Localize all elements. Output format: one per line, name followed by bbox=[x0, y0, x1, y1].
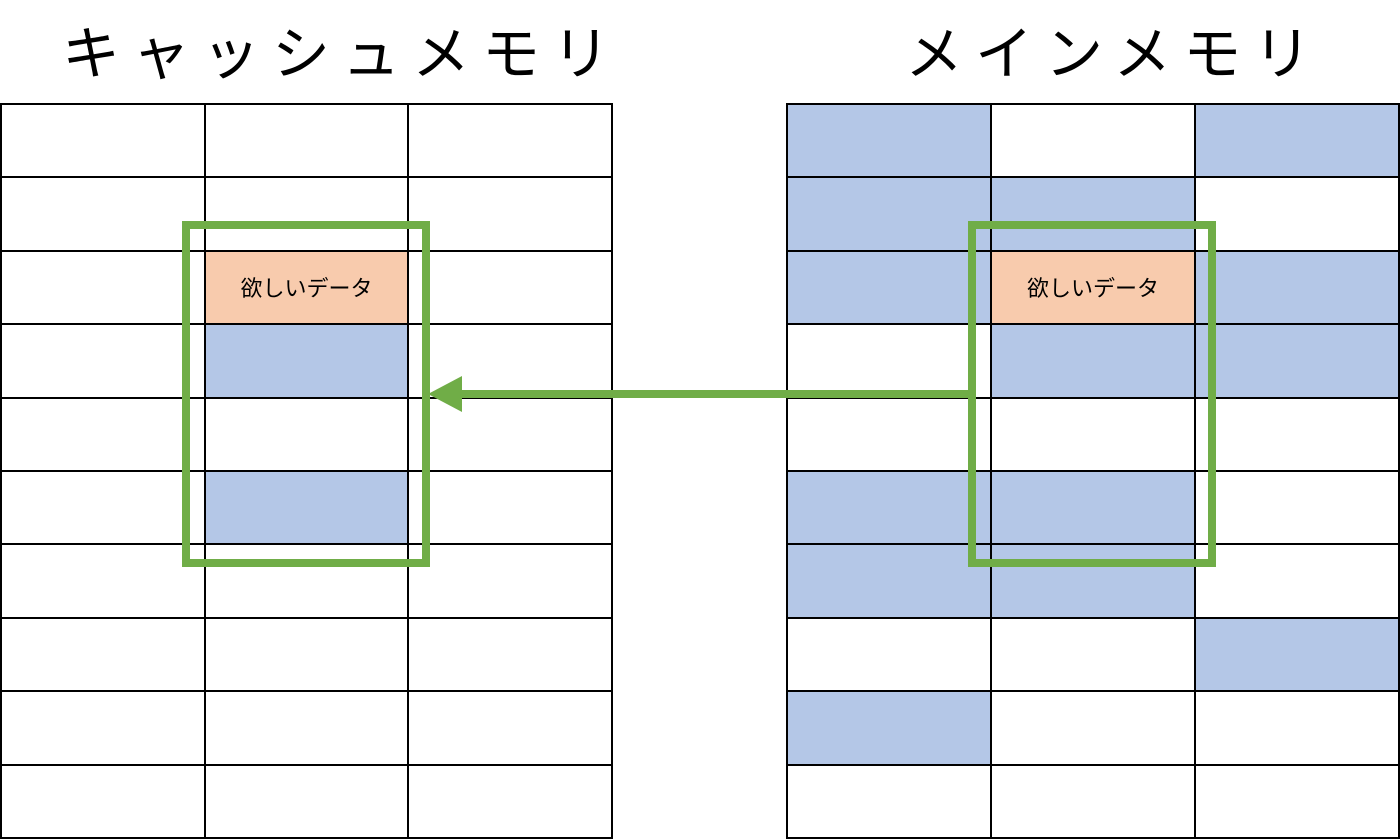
cache-cell-empty bbox=[205, 545, 410, 619]
main-cell-empty bbox=[1196, 765, 1400, 839]
main-cell-empty bbox=[992, 105, 1196, 179]
cache-cell-empty bbox=[409, 472, 613, 546]
cache-cell-empty bbox=[205, 765, 410, 839]
cache-cell-empty bbox=[205, 398, 410, 472]
cache-cell-empty bbox=[205, 105, 410, 179]
cache-memory-grid: 欲しいデータ bbox=[0, 103, 613, 839]
cache-cell-empty bbox=[409, 178, 613, 252]
main-cell-filled bbox=[992, 325, 1196, 399]
cache-cell-empty bbox=[2, 325, 206, 399]
cache-cell-empty bbox=[409, 105, 613, 179]
main-cell-empty bbox=[992, 398, 1196, 472]
cache-cell-empty bbox=[409, 545, 613, 619]
cache-cell-empty bbox=[2, 545, 206, 619]
cache-cell-empty bbox=[2, 472, 206, 546]
main-cell-filled bbox=[992, 178, 1196, 252]
cache-cell-empty bbox=[409, 251, 613, 326]
main-cell-filled bbox=[788, 472, 992, 546]
cache-target-label: 欲しいデータ bbox=[240, 277, 373, 303]
main-cell-filled bbox=[992, 545, 1196, 619]
cache-cell-empty bbox=[409, 325, 613, 399]
main-cell-filled bbox=[788, 251, 992, 326]
main-cell-filled bbox=[1196, 105, 1400, 179]
main-cell-target: 欲しいデータ bbox=[992, 251, 1196, 326]
main-cell-empty bbox=[788, 325, 992, 399]
cache-cell-empty bbox=[205, 178, 410, 252]
main-cell-empty bbox=[992, 618, 1196, 693]
main-cell-empty bbox=[1196, 178, 1400, 252]
main-cell-filled bbox=[992, 472, 1196, 546]
main-cell-empty bbox=[992, 765, 1196, 839]
main-cell-filled bbox=[1196, 251, 1400, 326]
main-cell-empty bbox=[1196, 398, 1400, 472]
main-memory-grid: 欲しいデータ bbox=[786, 103, 1400, 839]
cache-cell-empty bbox=[205, 618, 410, 693]
cache-cell-empty bbox=[205, 692, 410, 766]
cache-cell-empty bbox=[2, 765, 206, 839]
main-cell-filled bbox=[788, 692, 992, 766]
main-cell-empty bbox=[1196, 692, 1400, 766]
main-cell-empty bbox=[992, 692, 1196, 766]
cache-cell-target: 欲しいデータ bbox=[205, 251, 410, 326]
cache-cell-empty bbox=[409, 398, 613, 472]
main-cell-filled bbox=[1196, 618, 1400, 693]
main-cell-empty bbox=[1196, 472, 1400, 546]
main-cell-empty bbox=[788, 398, 992, 472]
cache-cell-empty bbox=[2, 178, 206, 252]
main-cell-filled bbox=[1196, 325, 1400, 399]
cache-cell-empty bbox=[409, 765, 613, 839]
cache-cell-empty bbox=[2, 251, 206, 326]
cache-cell-empty bbox=[2, 692, 206, 766]
main-cell-empty bbox=[1196, 545, 1400, 619]
cache-cell-empty bbox=[2, 618, 206, 693]
cache-memory-title: キャッシュメモリ bbox=[62, 20, 623, 88]
cache-cell-empty bbox=[2, 398, 206, 472]
cache-cell-empty bbox=[409, 692, 613, 766]
main-cell-empty bbox=[788, 618, 992, 693]
main-target-label: 欲しいデータ bbox=[1026, 277, 1159, 303]
cache-cell-empty bbox=[409, 618, 613, 693]
main-cell-filled bbox=[788, 545, 992, 619]
main-memory-title: メインメモリ bbox=[905, 20, 1324, 88]
main-cell-filled bbox=[788, 105, 992, 179]
main-cell-empty bbox=[788, 765, 992, 839]
cache-cell-filled bbox=[205, 325, 410, 399]
cache-cell-filled bbox=[205, 472, 410, 546]
cache-cell-empty bbox=[2, 105, 206, 179]
main-cell-filled bbox=[788, 178, 992, 252]
